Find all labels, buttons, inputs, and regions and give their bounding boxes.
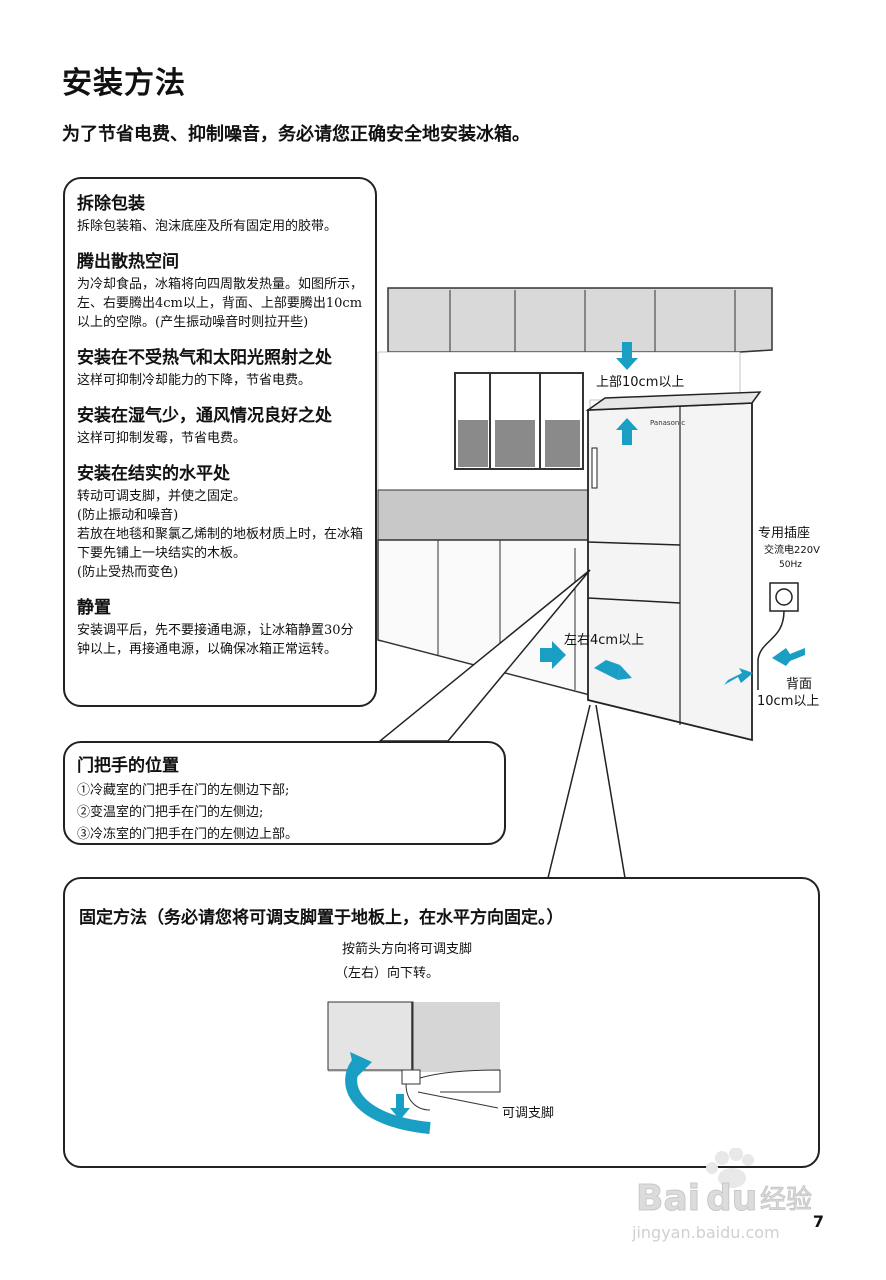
clearance-arrows — [540, 342, 805, 685]
outlet-spec-voltage: 交流电220V — [764, 543, 820, 556]
fixing-instruction-2: （左右）向下转。 — [335, 966, 440, 981]
watermark-jingyan: 经验 — [760, 1185, 812, 1215]
fixing-instruction-1: 按箭头方向将可调支脚 — [342, 942, 473, 957]
section-heading: 安装在结实的水平处 — [77, 464, 230, 484]
fixing-heading: 固定方法（务必请您将可调支脚置于地板上，在水平方向固定。） — [79, 908, 564, 928]
side-clearance-label: 左右4cm以上 — [564, 633, 644, 648]
back-clearance-label-1: 背面 — [786, 677, 812, 692]
adjustable-foot-label: 可调支脚 — [502, 1106, 555, 1121]
baidu-paw-logo: Bai du 经验 jingyan.baidu.com — [631, 1147, 813, 1242]
section-heading: 静置 — [77, 598, 111, 618]
section-rest: 静置 安装调平后，先不要接通电源，让冰箱静置30分钟以上，再接通电源，以确保冰箱… — [77, 593, 365, 659]
baidu-watermark: Bai du 经验 jingyan.baidu.com — [631, 1147, 832, 1252]
page-subtitle: 为了节省电费、抑制噪音，务必请您正确安全地安装冰箱。 — [62, 124, 530, 145]
door-handle-panel: 门把手的位置 ①冷藏室的门把手在门的左侧边下部; ②变温室的门把手在门的左侧边;… — [63, 741, 506, 845]
section-heading: 腾出散热空间 — [77, 252, 179, 272]
handle-line: ①冷藏室的门把手在门的左侧边下部; — [77, 783, 290, 798]
handle-heading: 门把手的位置 — [77, 756, 179, 776]
section-body: 拆除包装箱、泡沫底座及所有固定用的胶带。 — [77, 219, 338, 234]
section-heading: 安装在湿气少，通风情况良好之处 — [77, 406, 332, 426]
adjustable-foot-illustration — [327, 1001, 501, 1134]
handle-line: ③冷冻室的门把手在门的左侧边上部。 — [77, 827, 299, 842]
watermark-brand-2: du — [706, 1178, 757, 1219]
section-body-line: 若放在地毯和聚氯乙烯制的地板材质上时，在冰箱下要先铺上一块结实的木板。 — [77, 527, 364, 561]
brand-label: Panasonic — [650, 419, 685, 427]
section-body-line: (防止振动和噪音) — [77, 508, 179, 523]
section-heading: 安装在不受热气和太阳光照射之处 — [77, 348, 332, 368]
section-body-line: 转动可调支脚，并使之固定。 — [77, 489, 247, 504]
handle-line: ②变温室的门把手在门的左侧边; — [77, 805, 264, 820]
watermark-brand: Bai — [636, 1178, 700, 1219]
section-body: 为冷却食品，冰箱将向四周散发热量。如图所示，左、右要腾出4cm以上，背面、上部要… — [77, 277, 364, 330]
outlet-title: 专用插座 — [758, 526, 810, 541]
top-clearance-label: 上部10cm以上 — [596, 375, 684, 390]
section-level: 安装在结实的水平处 转动可调支脚，并使之固定。 (防止振动和噪音) 若放在地毯和… — [77, 459, 365, 582]
section-body-line: (防止受热而变色) — [77, 565, 179, 580]
section-body: 安装调平后，先不要接通电源，让冰箱静置30分钟以上，再接通电源，以确保冰箱正常运… — [77, 623, 354, 657]
section-clearance: 腾出散热空间 为冷却食品，冰箱将向四周散发热量。如图所示，左、右要腾出4cm以上… — [77, 247, 365, 332]
page-title: 安装方法 — [62, 66, 186, 101]
installation-notes-panel: 拆除包装 拆除包装箱、泡沫底座及所有固定用的胶带。 腾出散热空间 为冷却食品，冰… — [63, 177, 377, 707]
section-body: 这样可抑制冷却能力的下降，节省电费。 — [77, 373, 312, 388]
back-clearance-label-2: 10cm以上 — [757, 694, 819, 709]
section-unpack: 拆除包装 拆除包装箱、泡沫底座及所有固定用的胶带。 — [77, 189, 365, 236]
section-no-heat: 安装在不受热气和太阳光照射之处 这样可抑制冷却能力的下降，节省电费。 — [77, 343, 365, 390]
watermark-url: jingyan.baidu.com — [632, 1223, 780, 1242]
page-number: 7 — [812, 1212, 824, 1231]
section-heading: 拆除包装 — [77, 194, 145, 214]
outlet-spec-frequency: 50Hz — [779, 560, 802, 570]
section-body: 这样可抑制发霉，节省电费。 — [77, 431, 247, 446]
section-ventilation: 安装在湿气少，通风情况良好之处 这样可抑制发霉，节省电费。 — [77, 401, 365, 448]
